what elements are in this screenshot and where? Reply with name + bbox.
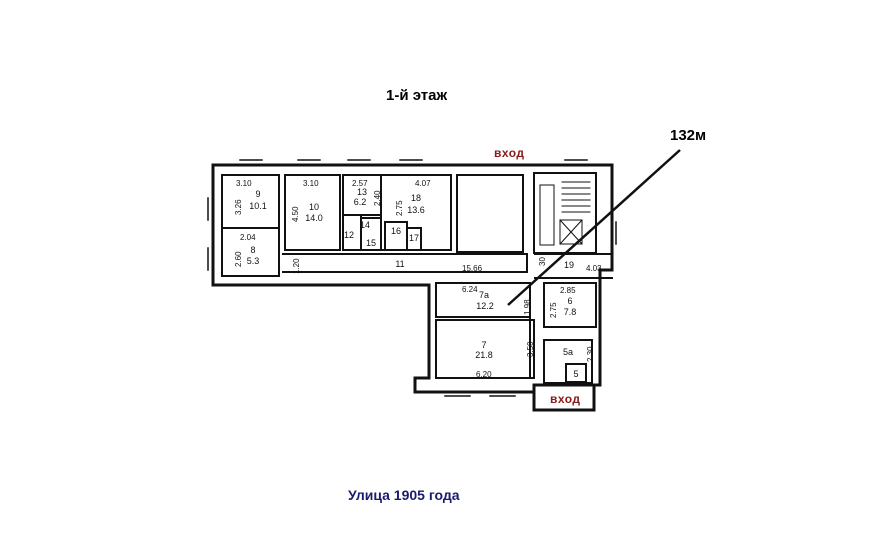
dimension-label: 2.04 (240, 233, 256, 242)
room-area: 12.2 (476, 301, 494, 311)
room-area: 7.8 (564, 307, 577, 317)
room-number: 18 (411, 193, 421, 203)
dimension-label: 4.50 (291, 206, 300, 222)
room-number: 15 (366, 238, 376, 248)
room-7 (435, 319, 535, 379)
dimension-label: 2.85 (560, 286, 576, 295)
hall-block (456, 174, 524, 253)
room-number: 12 (344, 230, 354, 240)
room-number: 11 (395, 259, 404, 269)
room-number: 7а (479, 290, 489, 300)
dimension-label: 2.57 (352, 179, 368, 188)
room-number: 6 (567, 296, 572, 306)
dimension-label: 2.75 (549, 302, 558, 318)
room-area: 6.2 (354, 197, 367, 207)
dimension-label: 3.10 (236, 179, 252, 188)
dimension-label: 15.66 (462, 264, 483, 273)
room-7a (435, 282, 531, 318)
room-area: 14.0 (305, 213, 323, 223)
dimension-label: 2.40 (373, 190, 382, 206)
room-number: 17 (409, 233, 419, 243)
entrance-label-top: вход (494, 146, 525, 160)
floor-title: 1-й этаж (386, 87, 448, 104)
dimension-label: 6.24 (462, 285, 478, 294)
room-area: 13.6 (407, 205, 425, 215)
entrance-porch (532, 383, 596, 412)
street-title: Улица 1905 года (348, 487, 460, 503)
room-block-9-8 (221, 174, 280, 277)
room-14-15 (360, 217, 382, 251)
room-number: 10 (309, 202, 319, 212)
dimension-label: 2.30 (586, 346, 595, 362)
dimension-label: 1.20 (292, 258, 301, 274)
dimension-label: 3.50 (526, 341, 535, 357)
area-label: 132м (670, 127, 707, 144)
room-5 (565, 363, 587, 383)
area-pointer-line (507, 149, 681, 306)
room-number: 16 (391, 226, 401, 236)
dimension-label: 4.03 (586, 264, 602, 273)
room-number: 14 (360, 220, 370, 230)
outer-wall (211, 163, 431, 305)
room-area: 5.3 (247, 256, 260, 266)
outer-wall (413, 301, 536, 394)
dimension-label: 3.10 (303, 179, 319, 188)
room-6 (543, 282, 597, 328)
room-number: 5 (573, 369, 578, 379)
room-number: 9 (255, 189, 260, 199)
room-area: 21.8 (475, 350, 493, 360)
room-number: 5а (563, 347, 573, 357)
room-10 (284, 174, 341, 251)
outer-wall (211, 163, 614, 272)
dimension-label: 4.07 (415, 179, 431, 188)
entrance-label-bottom: вход (550, 392, 581, 406)
dimension-label: 2.75 (395, 200, 404, 216)
room-number: 13 (357, 187, 367, 197)
room-number: 19 (564, 260, 574, 270)
dimension-label: 6.20 (476, 370, 492, 379)
room-17 (406, 227, 422, 251)
dimension-label: 2.60 (234, 251, 243, 267)
room-number: 7 (481, 340, 486, 350)
dimension-label: 3.26 (234, 199, 243, 215)
room-area: 10.1 (249, 201, 267, 211)
room-number: 8 (250, 245, 255, 255)
dimension-label: 1.98 (523, 299, 532, 315)
dimension-label: 30 (538, 257, 547, 266)
